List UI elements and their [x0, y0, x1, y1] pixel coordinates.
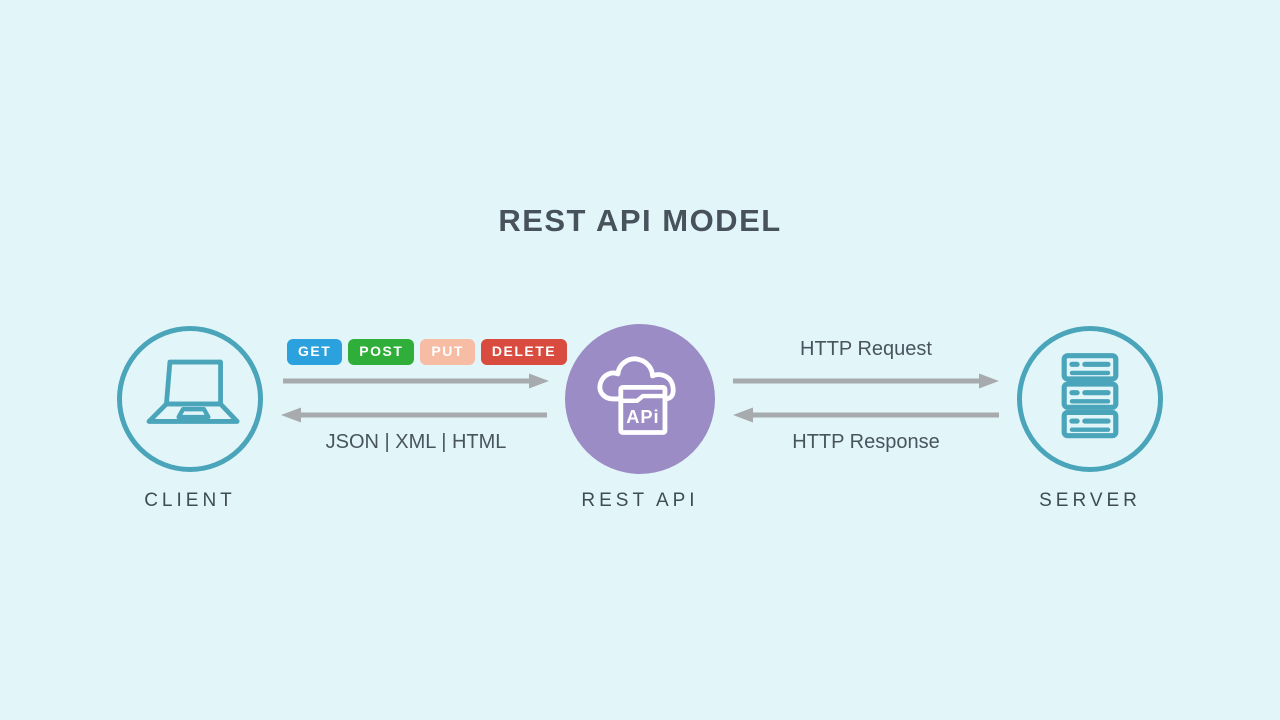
- laptop-icon: [135, 351, 245, 448]
- method-badge-put: PUT: [420, 339, 475, 365]
- cloud-api-icon: APi: [592, 348, 688, 451]
- http-response-label: HTTP Response: [792, 431, 940, 453]
- api-to-server-arrow: [733, 372, 999, 390]
- server-node: [1017, 326, 1163, 472]
- client-to-api-arrow: [283, 372, 549, 390]
- method-badge-post: POST: [348, 339, 415, 365]
- api-badge-text: APi: [626, 405, 659, 426]
- method-badge-delete: DELETE: [480, 339, 568, 365]
- method-badge-get: GET: [287, 339, 343, 365]
- rest-api-node: APi: [565, 324, 715, 474]
- response-formats-label: JSON | XML | HTML: [325, 431, 507, 453]
- rest-api-label: REST API: [581, 490, 699, 511]
- http-request-label: HTTP Request: [800, 338, 932, 360]
- api-to-client-arrow: [281, 406, 547, 424]
- server-label: SERVER: [1039, 490, 1141, 511]
- http-methods-row: GET POST PUT DELETE: [287, 339, 568, 365]
- server-rack-icon: [1047, 350, 1133, 449]
- page-title: REST API MODEL: [498, 203, 782, 238]
- client-label: CLIENT: [144, 490, 236, 511]
- client-node: [117, 326, 263, 472]
- server-to-api-arrow: [733, 406, 999, 424]
